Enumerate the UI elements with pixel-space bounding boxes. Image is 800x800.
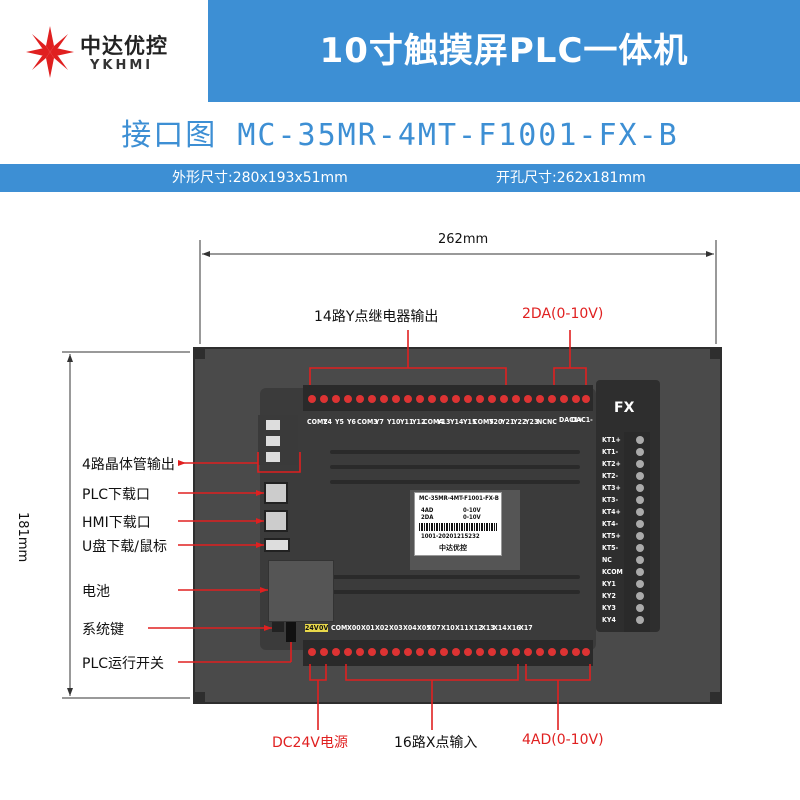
- system-key[interactable]: [272, 622, 284, 632]
- logo-name-cn: 中达优控: [80, 34, 168, 58]
- outer-dimension: 外形尺寸:280x193x51mm: [172, 170, 348, 186]
- sticker-brand: 中达优控: [439, 544, 467, 552]
- x-input-label: 16路X点输入: [394, 735, 478, 751]
- bottom-terminal-dots: [308, 648, 590, 656]
- sticker-model: MC-35MR-4MT-F1001-FX-B: [419, 495, 499, 502]
- page-title: 10寸触摸屏PLC一体机: [319, 31, 689, 71]
- ad-label: 4AD(0-10V): [522, 732, 604, 748]
- sticker-serial: 1001-20201215232: [421, 533, 480, 540]
- system-key-label: 系统键: [82, 622, 124, 638]
- run-switch[interactable]: [286, 622, 296, 642]
- plc-download-label: PLC下载口: [82, 487, 151, 503]
- battery-cover: [268, 560, 334, 622]
- battery-label: 电池: [82, 584, 110, 600]
- logo-name-en: YKHMI: [90, 58, 154, 73]
- logo: 中达优控 YKHMI: [0, 0, 208, 102]
- bottom-terminal-labels: 24V 0V COM X00 X01 X02 X03 X04 X05 X07 X…: [305, 624, 533, 632]
- brand-star-icon: [26, 26, 74, 78]
- usb-label: U盘下载/鼠标: [82, 539, 167, 555]
- usb-port[interactable]: [264, 538, 290, 552]
- top-terminal-dots: [308, 395, 590, 403]
- page-subtitle: 接口图 MC-35MR-4MT-F1001-FX-B: [121, 118, 679, 153]
- cutout-dimension: 开孔尺寸:262x181mm: [496, 170, 646, 186]
- dimension-bar: [0, 164, 800, 192]
- da-label: 2DA(0-10V): [522, 306, 604, 322]
- device-label: MC-35MR-4MT-F1001-FX-B 4AD 0-10V 2DA 0-1…: [414, 492, 502, 556]
- hmi-download-port[interactable]: [264, 510, 288, 532]
- right-terminal-labels: KT1+ KT1- KT2+ KT2- KT3+ KT3- KT4+ KT4- …: [602, 436, 623, 624]
- hmi-download-label: HMI下载口: [82, 515, 151, 531]
- barcode: [419, 523, 497, 531]
- top-terminal-labels: COM2 Y4 Y5 Y6 COM3 Y7 Y10 Y11 Y12 COM4 Y…: [307, 416, 593, 426]
- right-terminal-dots: [636, 436, 644, 624]
- plc-download-port[interactable]: [264, 482, 288, 504]
- run-switch-label: PLC运行开关: [82, 656, 165, 672]
- power-label: DC24V电源: [272, 735, 348, 751]
- relay-output-label: 14路Y点继电器输出: [314, 309, 439, 325]
- width-measure: 262mm: [438, 232, 489, 247]
- transistor-output-label: 4路晶体管输出: [82, 457, 175, 473]
- fx-label: FX: [614, 400, 635, 416]
